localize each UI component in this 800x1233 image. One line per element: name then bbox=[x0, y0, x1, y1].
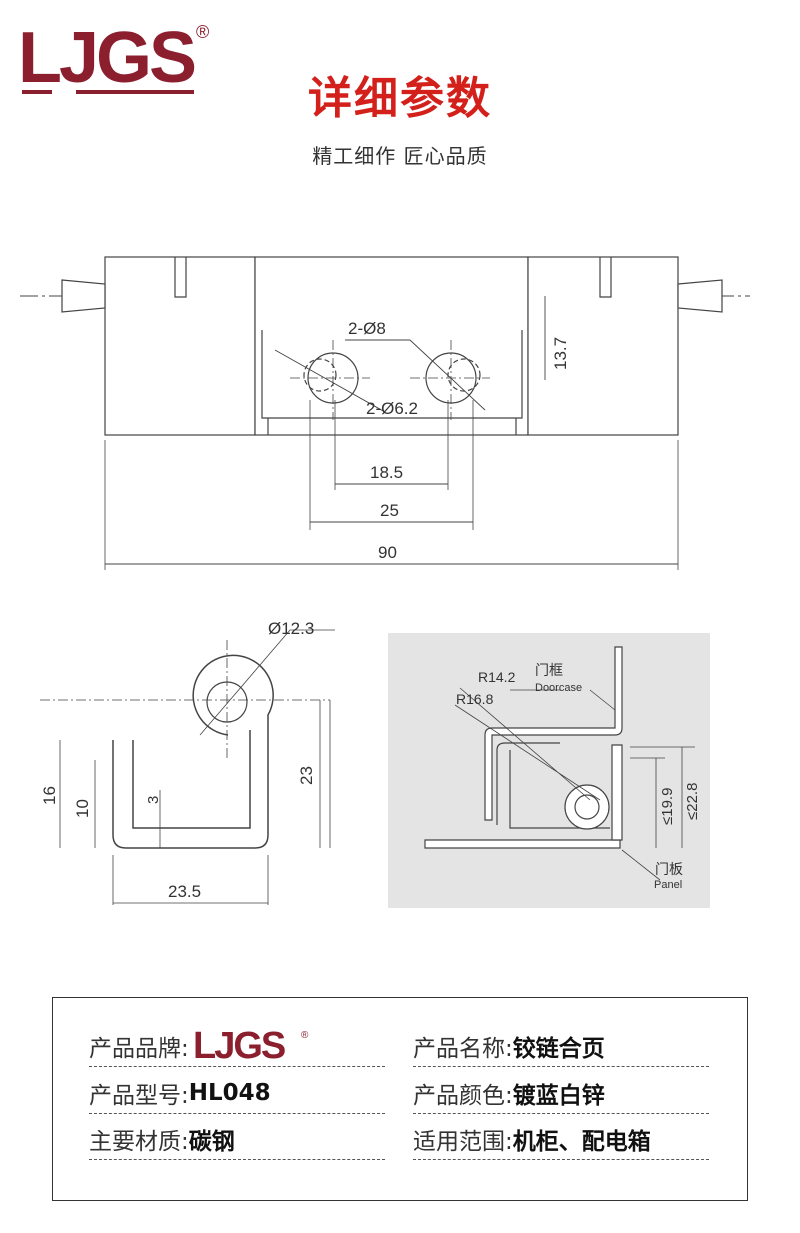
dim-diameter: Ø12.3 bbox=[268, 619, 314, 638]
label-doorcase-cn: 门框 bbox=[535, 662, 563, 678]
spec-row-color: 产品颜色:镀蓝白锌 bbox=[413, 1073, 709, 1114]
dim-height: 13.7 bbox=[551, 337, 570, 370]
page-subtitle: 精工细作 匠心品质 bbox=[312, 144, 488, 168]
label-r14-2: R14.2 bbox=[478, 669, 516, 685]
spec-row-usage: 适用范围:机柜、配电箱 bbox=[413, 1119, 709, 1160]
dim-height-23: 23 bbox=[297, 766, 316, 785]
dim-length: 90 bbox=[378, 543, 397, 562]
dim-width: 23.5 bbox=[168, 882, 201, 901]
page-title: 详细参数 bbox=[308, 73, 492, 124]
svg-text:®: ® bbox=[301, 1030, 309, 1041]
dim-thickness: 3 bbox=[145, 796, 162, 804]
dim-height-16: 16 bbox=[40, 786, 59, 805]
brand-logo: LJGS ® bbox=[18, 18, 209, 98]
side-view-drawing: Ø12.3 23 16 10 3 23.5 bbox=[40, 619, 335, 905]
dim-holes-large: 2-Ø8 bbox=[348, 319, 386, 338]
dim-holes-small: 2-Ø6.2 bbox=[366, 399, 418, 418]
spec-label: 产品型号: bbox=[89, 1083, 189, 1109]
spec-value: 机柜、配电箱 bbox=[512, 1129, 651, 1155]
spec-value: 碳钢 bbox=[188, 1129, 235, 1155]
spec-row-brand: 产品品牌: LJGS ® bbox=[89, 1026, 385, 1067]
spec-label: 产品品牌: bbox=[89, 1036, 189, 1062]
spec-label: 主要材质: bbox=[89, 1129, 189, 1155]
label-max-19-9: ≤19.9 bbox=[659, 788, 676, 825]
spec-value: 铰链合页 bbox=[512, 1036, 605, 1062]
dim-outer-spacing: 25 bbox=[380, 501, 399, 520]
label-panel-en: Panel bbox=[654, 879, 682, 891]
svg-text:®: ® bbox=[196, 22, 209, 42]
technical-drawings: 2-Ø8 2-Ø6.2 13.7 18.5 25 90 Ø12.3 23 16 … bbox=[20, 256, 750, 908]
svg-text:LJGS: LJGS bbox=[193, 1026, 285, 1066]
label-r16-8: R16.8 bbox=[456, 691, 494, 707]
dim-hole-spacing: 18.5 bbox=[370, 463, 403, 482]
label-panel-cn: 门板 bbox=[655, 861, 683, 877]
dim-height-10: 10 bbox=[73, 799, 92, 818]
spec-brand-logo: LJGS ® bbox=[193, 1026, 309, 1066]
spec-value: 镀蓝白锌 bbox=[512, 1083, 605, 1109]
label-max-22-8: ≤22.8 bbox=[684, 783, 701, 820]
svg-text:LJGS: LJGS bbox=[18, 18, 195, 98]
front-view-drawing: 2-Ø8 2-Ø6.2 13.7 18.5 25 90 bbox=[20, 256, 750, 570]
spec-value: HL048 bbox=[188, 1080, 271, 1106]
spec-label: 产品颜色: bbox=[413, 1083, 513, 1109]
spec-label: 产品名称: bbox=[413, 1036, 513, 1062]
spec-row-model: 产品型号:HL048 bbox=[89, 1073, 385, 1114]
spec-row-name: 产品名称:铰链合页 bbox=[413, 1026, 709, 1067]
install-view-drawing: R14.2 门框 Doorcase R16.8 ≤19.9 ≤22.8 门板 P… bbox=[388, 633, 710, 908]
label-doorcase-en: Doorcase bbox=[535, 682, 582, 694]
spec-row-material: 主要材质:碳钢 bbox=[89, 1119, 385, 1160]
spec-label: 适用范围: bbox=[413, 1129, 513, 1155]
spec-table: 产品品牌: LJGS ® 产品名称:铰链合页 产品型号:HL048 产品颜色:镀… bbox=[52, 997, 748, 1201]
